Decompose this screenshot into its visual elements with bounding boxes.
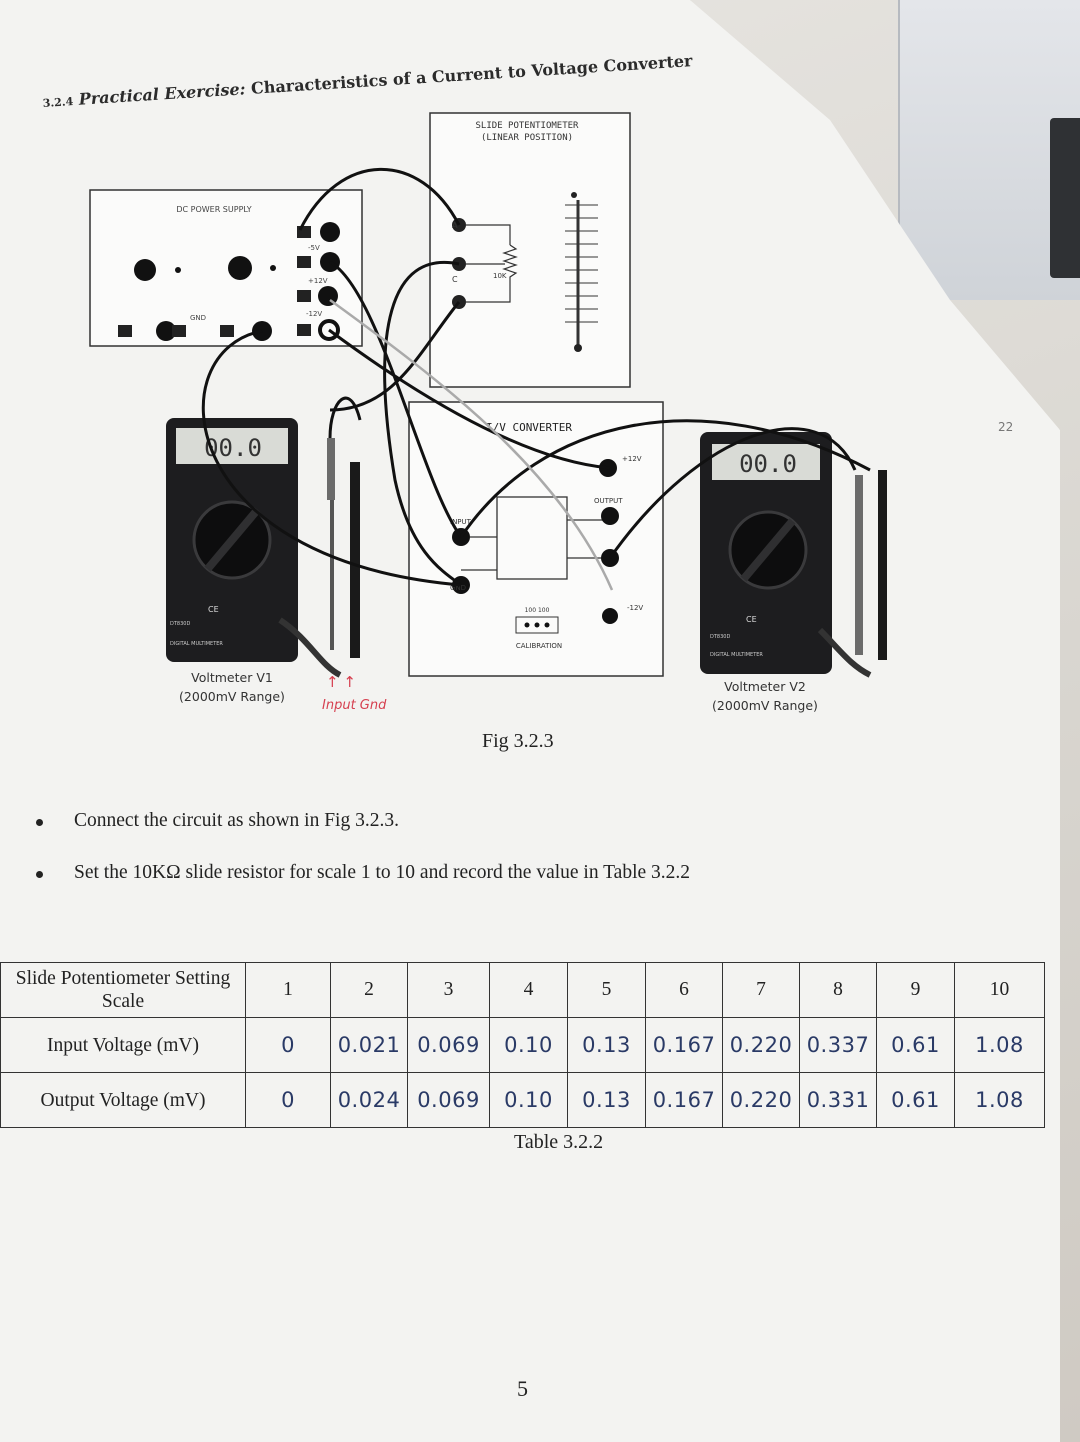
row-label-scale: Slide Potentiometer Setting Scale xyxy=(0,962,246,1018)
side-mark: 22 xyxy=(998,420,1014,434)
scale-cell: 5 xyxy=(567,962,646,1018)
input-voltage-cell: 0 xyxy=(245,1017,331,1073)
instruction-text: Connect the circuit as shown in Fig 3.2.… xyxy=(74,810,399,831)
terminal-c-label: C xyxy=(452,275,458,284)
slide-pot-title: SLIDE POTENTIOMETER xyxy=(476,121,580,131)
input-voltage-cell: 0.337 xyxy=(799,1017,877,1073)
scale-cell: 2 xyxy=(330,962,408,1018)
input-voltage-cell: 0.021 xyxy=(330,1017,408,1073)
input-voltage-cell: 0.13 xyxy=(567,1017,646,1073)
svg-text:+12V: +12V xyxy=(622,455,642,463)
handwritten-arrows: ↑ ↑ xyxy=(326,673,356,691)
scale-cell: 9 xyxy=(876,962,955,1018)
resistor-icon xyxy=(502,244,518,283)
svg-text:INPUT: INPUT xyxy=(450,518,472,526)
output-voltage-cell: 0.10 xyxy=(489,1072,568,1128)
figure-caption: Fig 3.2.3 xyxy=(482,730,554,752)
svg-text:-12V: -12V xyxy=(306,310,322,318)
instruction-text: Set the 10KΩ slide resistor for scale 1 … xyxy=(74,862,691,883)
svg-text:OUTPUT: OUTPUT xyxy=(594,497,623,505)
handwritten-annotation: Input Gnd xyxy=(322,698,387,713)
input-voltage-cell: 0.220 xyxy=(722,1017,800,1073)
bullet-icon xyxy=(36,819,43,826)
svg-text:DIGITAL MULTIMETER: DIGITAL MULTIMETER xyxy=(170,641,223,647)
wires xyxy=(201,167,871,587)
output-voltage-cell: 0.13 xyxy=(567,1072,646,1128)
voltmeter-v2-name: Voltmeter V2 xyxy=(724,679,806,694)
iv-converter-title: I/V CONVERTER xyxy=(486,421,572,434)
voltmeter-v1-label: Voltmeter V1 (2000mV Range) xyxy=(172,668,292,706)
power-supply-title: DC POWER SUPPLY xyxy=(176,205,251,214)
input-voltage-cell: 1.08 xyxy=(954,1017,1045,1073)
input-voltage-cell: 0.069 xyxy=(407,1017,490,1073)
resistor-value: 10K xyxy=(493,272,507,280)
svg-text:-12V: -12V xyxy=(627,604,643,612)
svg-text:+12V: +12V xyxy=(308,277,328,285)
scale-cell: 4 xyxy=(489,962,568,1018)
terminal-a-label: A xyxy=(452,221,458,230)
scale-cell: 3 xyxy=(407,962,490,1018)
svg-text:DT830D: DT830D xyxy=(710,634,730,640)
probe-red-icon xyxy=(327,438,335,500)
voltmeter-v2: 00.0 CE DT830D DIGITAL MULTIMETER xyxy=(700,432,887,678)
output-voltage-cell: 0.167 xyxy=(645,1072,723,1128)
svg-text:CE: CE xyxy=(746,615,757,624)
svg-text:GND: GND xyxy=(190,314,206,322)
slide-potentiometer-module: SLIDE POTENTIOMETER (LINEAR POSITION) A … xyxy=(429,112,631,388)
output-voltage-cell: 1.08 xyxy=(954,1072,1045,1128)
output-voltage-cell: 0.61 xyxy=(876,1072,955,1128)
voltmeter-v2-label: Voltmeter V2 (2000mV Range) xyxy=(705,677,825,715)
scale-cell: 8 xyxy=(799,962,877,1018)
voltmeter-v1-range: (2000mV Range) xyxy=(179,689,285,704)
voltmeter-v2-range: (2000mV Range) xyxy=(712,698,818,713)
table-row: Input Voltage (mV) 0 0.021 0.069 0.10 0.… xyxy=(0,1017,1045,1073)
dc-power-supply-module: DC POWER SUPPLY -5V +12V -12V GND xyxy=(89,189,363,347)
voltmeter-v1: 00.0 CE DT830D DIGITAL MULTIMETER xyxy=(166,418,360,678)
page-number: 5 xyxy=(517,1376,528,1401)
scale-cell: 7 xyxy=(722,962,800,1018)
v2-display: 00.0 xyxy=(739,450,797,478)
table-row: Slide Potentiometer Setting Scale 1 2 3 … xyxy=(0,962,1045,1018)
slide-pot-subtitle: (LINEAR POSITION) xyxy=(481,133,573,143)
output-voltage-cell: 0.220 xyxy=(722,1072,800,1128)
svg-text:100 100: 100 100 xyxy=(525,607,550,614)
table-caption: Table 3.2.2 xyxy=(514,1131,604,1153)
laptop-corner xyxy=(898,0,1080,300)
scale-cell: 1 xyxy=(245,962,331,1018)
v1-display: 00.0 xyxy=(204,434,262,462)
output-voltage-cell: 0.331 xyxy=(799,1072,877,1128)
output-voltage-cell: 0.024 xyxy=(330,1072,408,1128)
input-voltage-cell: 0.10 xyxy=(489,1017,568,1073)
table-row: Output Voltage (mV) 0 0.024 0.069 0.10 0… xyxy=(0,1072,1045,1128)
laptop-screen xyxy=(1050,118,1080,278)
row-label-output: Output Voltage (mV) xyxy=(0,1072,246,1128)
output-voltage-cell: 0 xyxy=(245,1072,331,1128)
results-table: Slide Potentiometer Setting Scale 1 2 3 … xyxy=(0,962,1045,1128)
input-voltage-cell: 0.167 xyxy=(645,1017,723,1073)
svg-text:DIGITAL MULTIMETER: DIGITAL MULTIMETER xyxy=(710,652,763,658)
circuit-diagram: SLIDE POTENTIOMETER (LINEAR POSITION) A … xyxy=(89,112,887,678)
voltmeter-v1-name: Voltmeter V1 xyxy=(191,670,273,685)
output-voltage-cell: 0.069 xyxy=(407,1072,490,1128)
svg-text:-5V: -5V xyxy=(308,244,320,252)
row-label-input: Input Voltage (mV) xyxy=(0,1017,246,1073)
svg-text:CE: CE xyxy=(208,605,219,614)
scale-cell: 6 xyxy=(645,962,723,1018)
scale-cell: 10 xyxy=(954,962,1045,1018)
probe-black-icon xyxy=(350,462,360,658)
svg-text:DT830D: DT830D xyxy=(170,621,190,627)
svg-text:GND: GND xyxy=(450,584,466,592)
bullet-icon xyxy=(36,871,43,878)
svg-text:CALIBRATION: CALIBRATION xyxy=(516,642,562,650)
iv-converter-module: I/V CONVERTER INPUT GND OUTPUT +12V -12V… xyxy=(408,401,664,677)
input-voltage-cell: 0.61 xyxy=(876,1017,955,1073)
